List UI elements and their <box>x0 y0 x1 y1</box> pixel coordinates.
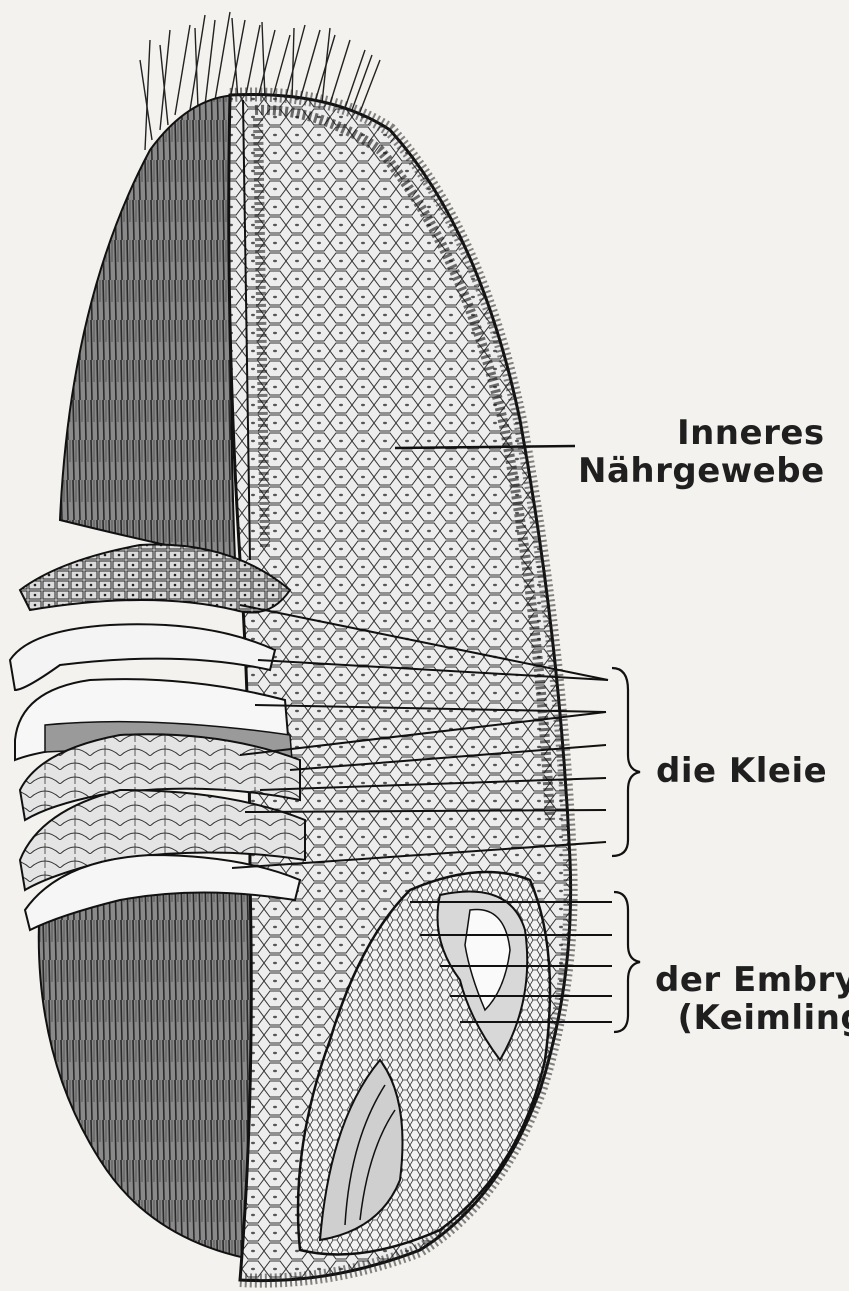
label-inner-line2: Nährgewebe <box>578 452 825 490</box>
outer-husk-lower <box>39 873 257 1260</box>
outer-husk-upper <box>60 95 240 560</box>
label-inner-endosperm: Inneres Nährgewebe <box>578 414 825 490</box>
label-embryo-line2: (Keimling) <box>655 999 849 1037</box>
bran-bracket <box>612 668 640 856</box>
label-inner-line1: Inneres <box>578 414 825 452</box>
label-embryo: der Embryo (Keimling) <box>655 961 849 1037</box>
label-bran-text: die Kleie <box>656 752 827 790</box>
label-bran: die Kleie <box>656 752 827 790</box>
embryo-bracket <box>614 892 640 1032</box>
label-embryo-line1: der Embryo <box>655 961 849 999</box>
